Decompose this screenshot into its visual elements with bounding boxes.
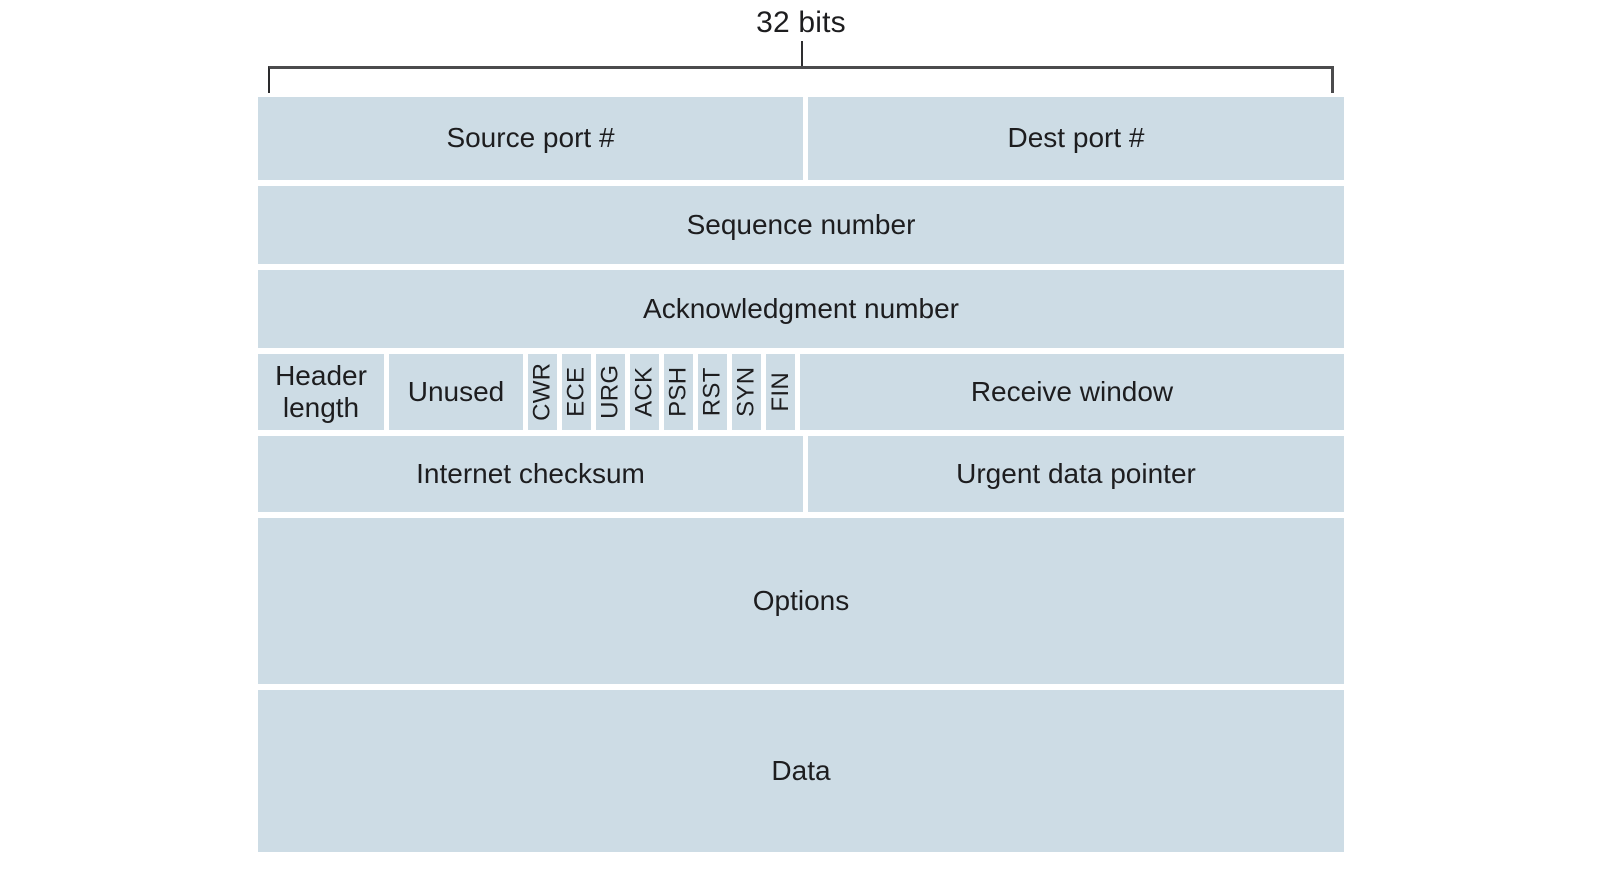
field-acknowledgment-number: Acknowledgment number [258,270,1344,348]
row-flags: Header length Unused CWR ECE URG ACK PSH… [258,354,1344,430]
bits-label-tick-line [801,41,803,66]
field-unused: Unused [389,354,523,430]
flag-cwr: CWR [528,354,557,430]
flag-rst: RST [698,354,727,430]
segment-field-table: Source port # Dest port # Sequence numbe… [258,97,1344,852]
flag-ack: ACK [630,354,659,430]
header-length-line1: Header [275,359,367,391]
field-source-port: Source port # [258,97,803,180]
flag-psh: PSH [664,354,693,430]
row-checksum: Internet checksum Urgent data pointer [258,436,1344,512]
row-ports: Source port # Dest port # [258,97,1344,180]
field-internet-checksum: Internet checksum [258,436,803,512]
flag-fin: FIN [766,354,795,430]
field-header-length: Header length [258,354,384,430]
row-sequence-number: Sequence number [258,186,1344,264]
row-options: Options [258,518,1344,684]
row-data: Data [258,690,1344,852]
field-sequence-number: Sequence number [258,186,1344,264]
flag-syn: SYN [732,354,761,430]
diagram-area: 32 bits Source port # Dest port # Sequen… [258,0,1344,894]
flag-urg: URG [596,354,625,430]
field-data: Data [258,690,1344,852]
field-urgent-data-pointer: Urgent data pointer [808,436,1344,512]
row-acknowledgment-number: Acknowledgment number [258,270,1344,348]
field-options: Options [258,518,1344,684]
bits-width-label: 32 bits [756,6,846,39]
field-receive-window: Receive window [800,354,1344,430]
header-length-line2: length [282,392,360,423]
field-dest-port: Dest port # [808,97,1344,180]
flag-ece: ECE [562,354,591,430]
bits-span-bracket [268,66,1334,93]
